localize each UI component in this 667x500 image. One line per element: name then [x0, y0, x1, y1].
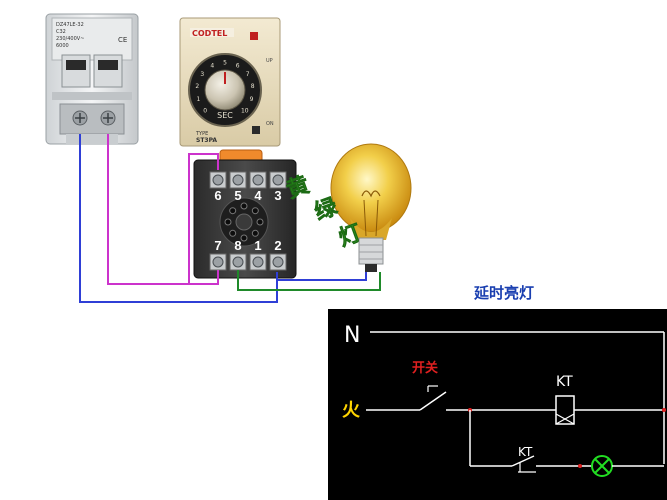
switch-label: 开关 — [412, 360, 438, 376]
timer-unit-label: SEC — [217, 111, 233, 120]
pin-hole — [240, 202, 248, 210]
wire-blue — [79, 134, 278, 303]
pin-hole — [256, 218, 264, 226]
terminal-screw-icon[interactable] — [252, 174, 264, 186]
terminal-number: 1 — [254, 238, 261, 253]
pin-hole — [240, 234, 248, 242]
pin-hole — [251, 229, 259, 237]
pin-hole — [224, 218, 232, 226]
wire-blue-lamp — [276, 272, 367, 281]
pin-hole — [251, 207, 259, 215]
dial-label: 2 — [195, 83, 199, 90]
dial-label: 9 — [250, 96, 254, 103]
switch-symbol — [419, 391, 447, 411]
timer-model-label: ST3PA — [196, 137, 217, 144]
terminal-number: 7 — [214, 238, 221, 253]
terminal-screw-icon[interactable] — [272, 174, 284, 186]
timer-on-label: ON — [266, 121, 274, 127]
timer-indicator-on — [252, 126, 260, 134]
pin-hole — [229, 229, 237, 237]
terminal-screw-icon[interactable] — [232, 174, 244, 186]
terminal-screw-icon[interactable] — [232, 256, 244, 268]
terminal-number: 2 — [274, 238, 281, 253]
timer-indicator-up — [250, 32, 258, 40]
terminal-screw-icon[interactable] — [272, 256, 284, 268]
breaker-label-3: 230/400V~ — [56, 36, 84, 42]
dial-label: 10 — [241, 107, 249, 114]
breaker-label-4: 6000 — [56, 43, 69, 49]
terminal-screw-icon[interactable] — [252, 256, 264, 268]
timer-up-label: UP — [266, 58, 273, 64]
terminal-number: 8 — [234, 238, 241, 253]
dial-label: 0 — [203, 107, 207, 114]
dial-label: 7 — [246, 71, 250, 78]
neutral-label: N — [344, 323, 360, 348]
live-label: 火 — [342, 400, 361, 421]
schematic-panel: N 火 开关 KT KT — [328, 309, 667, 500]
timer-dial-scale: 01 234 5 678 910 — [195, 60, 254, 115]
terminal-number: 3 — [274, 188, 281, 203]
lamp-symbol-icon — [591, 455, 613, 477]
pin-hole — [229, 207, 237, 215]
dial-label: 5 — [223, 60, 227, 67]
dial-label: 3 — [200, 71, 204, 78]
schematic-title: 延时亮灯 — [473, 284, 534, 302]
wire-green — [237, 270, 381, 291]
terminal-number: 5 — [234, 188, 241, 203]
socket-pin-holes — [224, 202, 264, 242]
terminal-screw-icon[interactable] — [212, 174, 224, 186]
coil-symbol-icon — [555, 395, 575, 425]
dial-label: 6 — [236, 63, 240, 70]
kt-contact-symbol — [511, 455, 536, 473]
timer-relay-icon: CODTEL UP ON 01 234 5 678 910 SEC TYPE ST3PA — [179, 17, 281, 147]
wire-magenta — [107, 134, 219, 285]
timer-type-label: TYPE — [195, 131, 208, 137]
breaker-lever-left — [66, 60, 86, 70]
timer-brand: CODTEL — [192, 29, 227, 38]
terminal-number: 6 — [214, 188, 221, 203]
timer-knob[interactable] — [204, 69, 246, 111]
breaker-label-1: DZ47LE-32 — [56, 22, 84, 28]
dial-label: 4 — [210, 63, 214, 70]
breaker-ce-mark: CE — [118, 36, 127, 44]
wire-magenta-to-7 — [189, 270, 219, 285]
coil-label: KT — [556, 374, 573, 390]
dial-label: 1 — [196, 96, 200, 103]
breaker-lever-right — [98, 60, 118, 70]
light-bulb-icon — [330, 143, 412, 272]
circuit-breaker-icon: DZ47LE-32 C32 230/400V~ 6000 CE — [45, 13, 139, 145]
terminal-screw-icon[interactable] — [212, 256, 224, 268]
breaker-label-2: C32 — [56, 29, 66, 35]
terminal-number: 4 — [254, 188, 262, 203]
dial-label: 8 — [251, 83, 255, 90]
contact-label: KT — [518, 445, 533, 459]
